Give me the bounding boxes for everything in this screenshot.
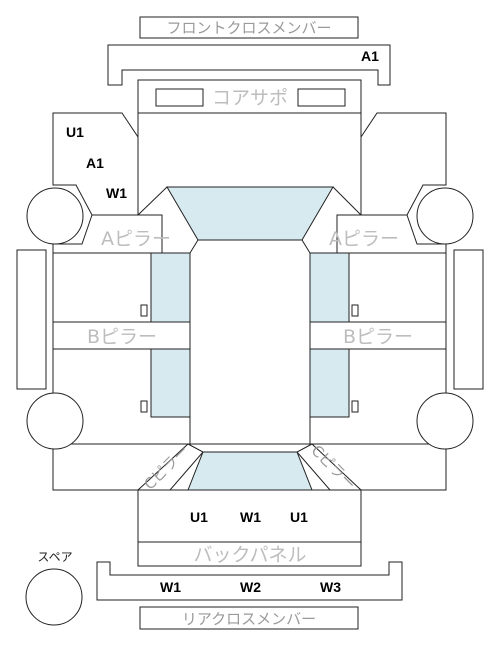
left-rocker-panel <box>16 249 47 390</box>
front-cross-member <box>107 44 391 86</box>
left-rear-door-window <box>150 348 191 418</box>
front-cross-member-mark: A1 <box>361 48 379 64</box>
rear-window <box>187 451 313 491</box>
right-rear-door-window <box>309 348 350 418</box>
rear-cross-mark-w2: W2 <box>240 579 261 595</box>
front-left-wheel <box>26 187 84 245</box>
spare-label: スペア <box>37 550 72 564</box>
front-left-mark-u: U1 <box>66 124 84 140</box>
rear-cross-member-label: リアクロスメンバー <box>182 610 316 628</box>
rear-body <box>137 489 362 543</box>
a-pillar-left-label: Aピラー <box>101 228 171 250</box>
roof <box>189 239 311 445</box>
rear-cross-member <box>96 561 403 601</box>
left-front-door-window <box>150 252 191 323</box>
rear-cross-mark-w1: W1 <box>160 579 181 595</box>
core-support-right-opening <box>297 88 346 107</box>
front-cross-member-box <box>139 16 359 39</box>
front-left-mark-a: A1 <box>86 155 104 171</box>
b-pillar-left <box>52 321 191 350</box>
rear-right-wheel <box>416 392 474 450</box>
a-pillar-right-label: Aピラー <box>329 228 399 250</box>
front-left-mark-w: W1 <box>106 185 127 201</box>
right-rocker-panel <box>453 249 484 390</box>
core-support-label: コアサポ <box>212 87 288 109</box>
front-cross-member-label: フロントクロスメンバー <box>166 19 331 37</box>
rear-mark-u-left: U1 <box>190 509 208 525</box>
right-front-door-handle <box>351 304 359 317</box>
left-rear-door-handle <box>140 400 148 413</box>
rear-cross-member-box <box>139 606 359 630</box>
core-support-left-opening <box>155 88 204 107</box>
rear-cross-mark-w3: W3 <box>320 579 341 595</box>
rear-mark-u-right: U1 <box>290 509 308 525</box>
rear-left-wheel <box>26 392 84 450</box>
b-pillar-right <box>309 321 447 350</box>
b-pillar-left-label: Bピラー <box>87 326 157 348</box>
windshield-frame <box>137 186 362 216</box>
b-pillar-right-label: Bピラー <box>343 326 413 348</box>
right-rear-door-handle <box>351 400 359 413</box>
right-front-door-window <box>309 252 350 323</box>
left-front-door-handle <box>140 304 148 317</box>
back-panel <box>137 541 362 567</box>
spare-tire <box>25 568 83 626</box>
windshield <box>166 186 334 241</box>
back-panel-label: バックパネル <box>193 544 306 566</box>
front-right-wheel <box>416 187 474 245</box>
rear-mark-w: W1 <box>240 509 261 525</box>
